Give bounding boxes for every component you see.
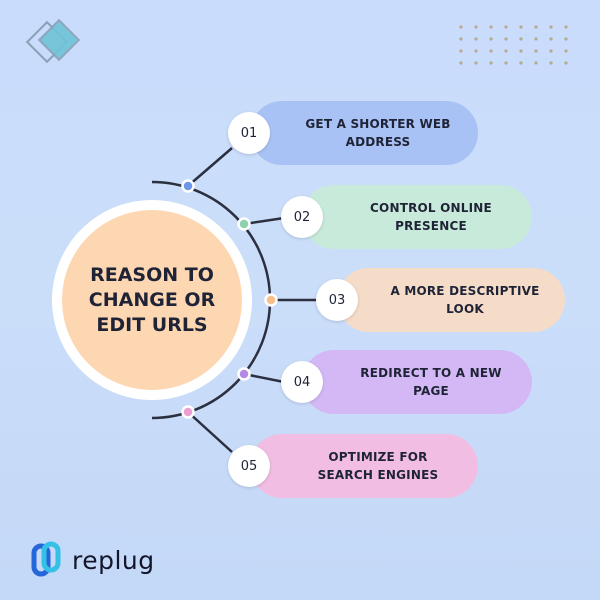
step-number-5: 05 bbox=[228, 445, 270, 487]
step-number-2: 02 bbox=[281, 196, 323, 238]
connector-line-4 bbox=[243, 372, 285, 384]
grid-dot bbox=[534, 37, 538, 41]
grid-dot bbox=[549, 61, 553, 65]
grid-dot bbox=[549, 37, 553, 41]
step-label: CONTROL ONLINE PRESENCE bbox=[370, 201, 492, 233]
grid-dot bbox=[489, 37, 493, 41]
grid-dot bbox=[549, 25, 553, 29]
grid-dot bbox=[489, 49, 493, 53]
grid-dot bbox=[504, 25, 508, 29]
grid-dot bbox=[504, 61, 508, 65]
grid-dot bbox=[519, 49, 523, 53]
step-label: OPTIMIZE FOR SEARCH ENGINES bbox=[317, 450, 439, 482]
grid-dot bbox=[504, 37, 508, 41]
replug-logo-icon bbox=[31, 541, 61, 577]
diamond-icon bbox=[25, 18, 81, 64]
step-pill-1: GET A SHORTER WEB ADDRESS bbox=[250, 101, 478, 165]
grid-dot bbox=[489, 61, 493, 65]
grid-dot bbox=[549, 49, 553, 53]
replug-logo: replug bbox=[30, 540, 155, 580]
connector-line-5 bbox=[187, 411, 233, 453]
step-pill-3: A MORE DESCRIPTIVE LOOK bbox=[337, 268, 565, 332]
center-title: REASON TO CHANGE OR EDIT URLS bbox=[88, 263, 216, 336]
grid-dot bbox=[534, 61, 538, 65]
grid-dot bbox=[519, 25, 523, 29]
grid-dot bbox=[534, 25, 538, 29]
step-pill-2: CONTROL ONLINE PRESENCE bbox=[302, 185, 532, 249]
connector-lines bbox=[181, 147, 318, 453]
grid-dot bbox=[519, 61, 523, 65]
connector-dot-5 bbox=[181, 405, 195, 419]
connector-line-1 bbox=[187, 147, 233, 187]
grid-dot bbox=[564, 25, 568, 29]
grid-dot bbox=[519, 37, 523, 41]
grid-dot bbox=[474, 37, 478, 41]
grid-dot bbox=[474, 25, 478, 29]
step-label: GET A SHORTER WEB ADDRESS bbox=[305, 117, 451, 149]
grid-dot bbox=[534, 49, 538, 53]
grid-dot bbox=[564, 49, 568, 53]
step-label: REDIRECT TO A NEW PAGE bbox=[360, 366, 502, 398]
grid-dot bbox=[489, 25, 493, 29]
step-number-3: 03 bbox=[316, 279, 358, 321]
grid-dot bbox=[459, 37, 463, 41]
grid-dot bbox=[459, 25, 463, 29]
brand-name: replug bbox=[72, 545, 155, 575]
center-circle: REASON TO CHANGE OR EDIT URLS bbox=[62, 210, 242, 390]
step-pill-4: REDIRECT TO A NEW PAGE bbox=[302, 350, 532, 414]
grid-dot bbox=[564, 61, 568, 65]
grid-dot bbox=[474, 61, 478, 65]
connector-dot-2 bbox=[237, 217, 251, 231]
grid-dot bbox=[504, 49, 508, 53]
step-number-4: 04 bbox=[281, 361, 323, 403]
dot-grid-decoration bbox=[459, 25, 568, 65]
connector-dot-4 bbox=[237, 367, 251, 381]
grid-dot bbox=[474, 49, 478, 53]
step-number-1: 01 bbox=[228, 112, 270, 154]
step-pill-5: OPTIMIZE FOR SEARCH ENGINES bbox=[250, 434, 478, 498]
grid-dot bbox=[564, 37, 568, 41]
connector-dot-3 bbox=[264, 293, 278, 307]
connector-dot-1 bbox=[181, 179, 195, 193]
step-label: A MORE DESCRIPTIVE LOOK bbox=[390, 284, 540, 316]
grid-dot bbox=[459, 49, 463, 53]
grid-dot bbox=[459, 61, 463, 65]
